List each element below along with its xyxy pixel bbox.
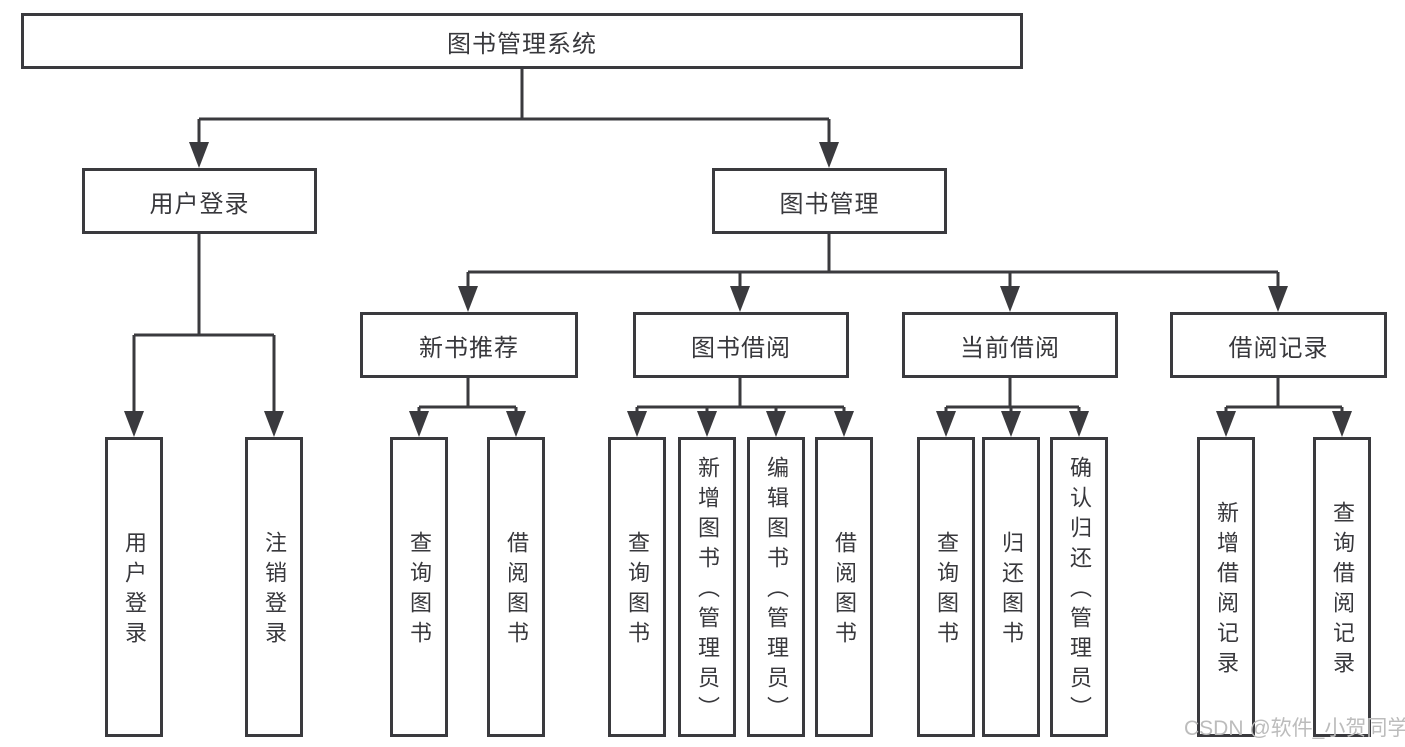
connector-borrow-records-leaves — [1216, 378, 1352, 437]
leaf-newbook-borrow-label: 借阅图书 — [504, 531, 529, 651]
leaf-borrow-query-label: 查询图书 — [625, 531, 650, 651]
node-borrow-records: 借阅记录 — [1170, 312, 1387, 378]
leaf-logout-label: 注销登录 — [262, 531, 287, 651]
node-new-book-rec-label: 新书推荐 — [419, 334, 519, 362]
leaf-logout: 注销登录 — [245, 437, 303, 737]
connector-new-book-leaves — [409, 378, 526, 437]
leaf-newbook-query-label: 查询图书 — [407, 531, 432, 651]
leaf-current-query-label: 查询图书 — [934, 531, 959, 651]
leaf-newbook-borrow: 借阅图书 — [487, 437, 545, 737]
leaf-records-query-label: 查询借阅记录 — [1330, 501, 1355, 681]
node-book-borrow-label: 图书借阅 — [691, 334, 791, 362]
leaf-newbook-query: 查询图书 — [390, 437, 448, 737]
node-book-borrow: 图书借阅 — [633, 312, 849, 378]
leaf-records-add-label: 新增借阅记录 — [1214, 501, 1239, 681]
leaf-borrow-add-book: 新增图书（管理员） — [678, 437, 736, 737]
leaf-records-query: 查询借阅记录 — [1313, 437, 1371, 737]
leaf-user-login: 用户登录 — [105, 437, 163, 737]
connector-book-borrow-leaves — [627, 378, 854, 437]
connector-user-login-leaves — [124, 233, 284, 437]
node-root-label: 图书管理系统 — [447, 30, 597, 58]
connector-book-mgmt-sections — [458, 233, 1288, 312]
leaf-current-confirm-return-label: 确认归还（管理员） — [1067, 456, 1092, 726]
leaf-current-return: 归还图书 — [982, 437, 1040, 737]
leaf-borrow-edit-book: 编辑图书（管理员） — [747, 437, 805, 737]
node-book-mgmt-label: 图书管理 — [779, 190, 880, 218]
leaf-borrow-borrow-book-label: 借阅图书 — [832, 531, 857, 651]
node-user-login-label: 用户登录 — [149, 190, 250, 218]
leaf-current-confirm-return: 确认归还（管理员） — [1050, 437, 1108, 737]
node-new-book-rec: 新书推荐 — [360, 312, 578, 378]
leaf-borrow-edit-book-label: 编辑图书（管理员） — [764, 456, 789, 726]
node-root: 图书管理系统 — [21, 13, 1023, 69]
connector-root-to-level2 — [189, 68, 839, 168]
node-current-borrow: 当前借阅 — [902, 312, 1118, 378]
leaf-records-add: 新增借阅记录 — [1197, 437, 1255, 737]
node-borrow-records-label: 借阅记录 — [1228, 334, 1329, 362]
leaf-current-query: 查询图书 — [917, 437, 975, 737]
node-current-borrow-label: 当前借阅 — [960, 334, 1060, 362]
csdn-watermark: CSDN @软件_小贺同学 — [1184, 717, 1405, 740]
leaf-user-login-label: 用户登录 — [122, 531, 147, 651]
leaf-borrow-query: 查询图书 — [608, 437, 666, 737]
node-user-login: 用户登录 — [82, 168, 317, 234]
leaf-borrow-borrow-book: 借阅图书 — [815, 437, 873, 737]
connector-current-borrow-leaves — [936, 378, 1089, 437]
node-book-mgmt: 图书管理 — [712, 168, 947, 234]
leaf-borrow-add-book-label: 新增图书（管理员） — [695, 456, 720, 726]
leaf-current-return-label: 归还图书 — [999, 531, 1024, 651]
